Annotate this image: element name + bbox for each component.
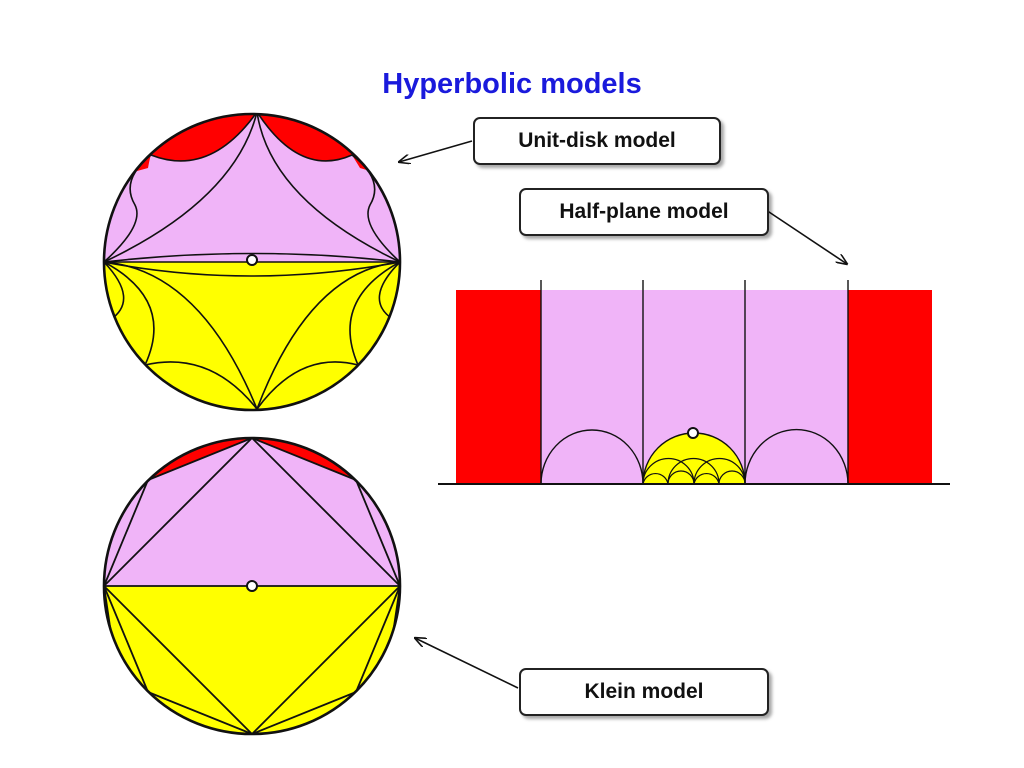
klein-geodesic: [251, 585, 400, 734]
klein-geodesic: [355, 479, 400, 587]
unit-disk-pink-region: [104, 114, 400, 262]
klein-origin-point: [246, 580, 258, 592]
half-plane-model-label: Half-plane model: [519, 188, 769, 236]
klein-model-label: Klein model: [519, 668, 769, 716]
half-plane-geodesic: [667, 470, 695, 485]
klein-geodesic: [104, 438, 253, 587]
half-plane-red-left: [456, 290, 541, 484]
half-plane-geodesic: [693, 472, 720, 485]
half-plane-geodesic: [718, 470, 746, 485]
klein-geodesic: [104, 585, 253, 734]
unit-disk-geodesic: [256, 114, 353, 162]
unit-disk-geodesic: [104, 261, 400, 277]
klein-geodesic: [147, 691, 253, 734]
unit-disk-yellow-region: [104, 262, 400, 410]
klein-geodesic: [251, 691, 357, 734]
half-plane-geodesic: [540, 429, 644, 485]
klein-geodesic: [251, 438, 400, 587]
unit-disk-geodesic: [256, 361, 359, 410]
klein-boundary: [102, 436, 402, 736]
klein-geodesic: [147, 438, 253, 481]
half-plane-geodesic: [642, 457, 695, 485]
unit-disk-geodesic: [104, 114, 258, 263]
half-plane-geodesic: [642, 472, 669, 485]
klein-yellow-region: [104, 586, 400, 734]
unit-disk-geodesic: [144, 361, 258, 410]
klein-geodesic: [104, 585, 149, 693]
unit-disk-geodesic: [256, 114, 400, 263]
unit-disk-geodesic: [150, 114, 258, 162]
klein-pink-region: [104, 438, 400, 586]
half-plane-point: [687, 427, 699, 439]
unit-disk-arrow: [399, 140, 473, 162]
unit-disk-geodesic: [104, 261, 155, 366]
klein-geodesic: [355, 585, 400, 693]
unit-disk-geodesic: [349, 261, 400, 366]
klein-arrow: [415, 638, 519, 689]
klein-geodesic: [251, 438, 357, 481]
half-plane-geodesic: [693, 457, 746, 485]
half-plane-red-right: [848, 290, 932, 484]
unit-disk-geodesic: [104, 252, 400, 263]
unit-disk-boundary: [102, 112, 402, 412]
half-plane-geodesic: [744, 428, 849, 485]
unit-disk-model-label: Unit-disk model: [473, 117, 721, 165]
half-plane-arrow: [765, 209, 847, 264]
slide-title: Hyperbolic models: [382, 68, 642, 100]
unit-disk-origin-point: [246, 254, 258, 266]
klein-geodesic: [104, 479, 149, 587]
half-plane-model: [438, 280, 950, 485]
half-plane-geodesic: [667, 457, 720, 485]
